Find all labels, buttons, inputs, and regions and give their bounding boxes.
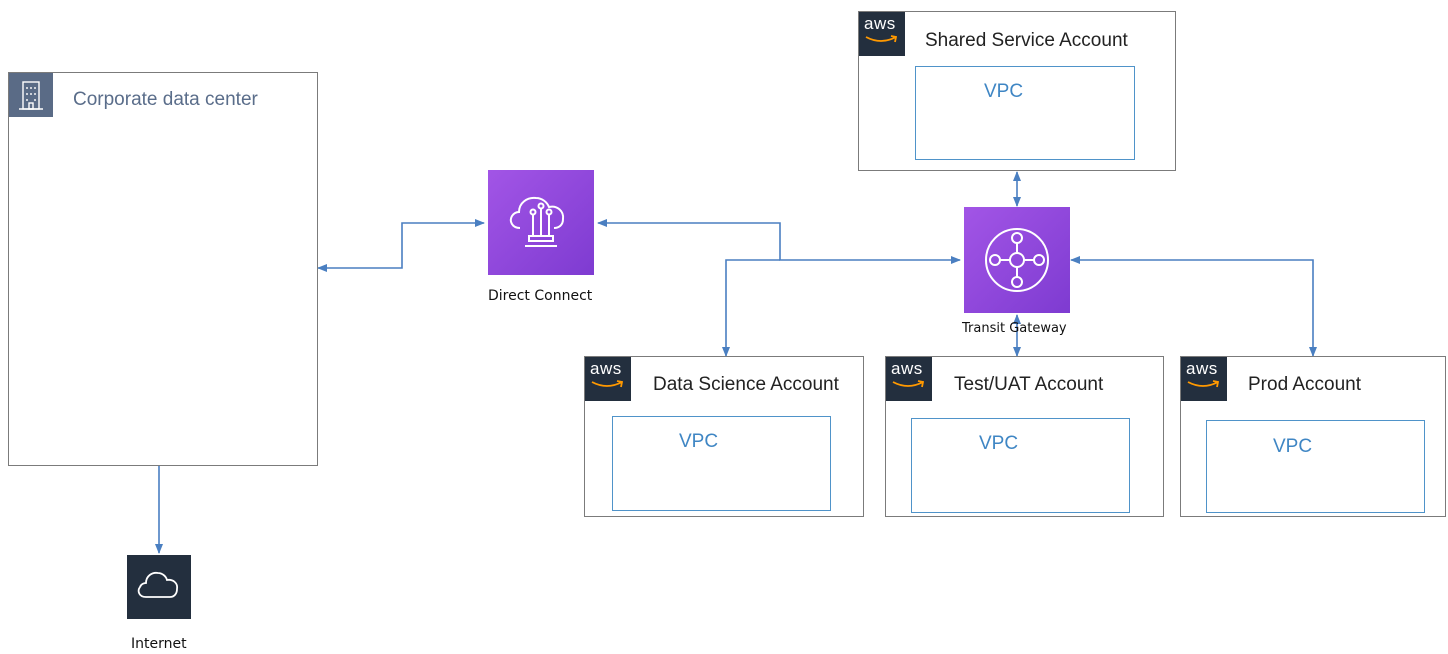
transit-gateway-label: Transit Gateway — [962, 321, 1067, 336]
data-science-vpc[interactable]: VPC — [612, 416, 831, 511]
building-icon — [9, 73, 53, 117]
corporate-data-center-title: Corporate data center — [73, 89, 258, 110]
test-uat-account-title: Test/UAT Account — [954, 374, 1104, 395]
direct-connect-label: Direct Connect — [488, 288, 593, 304]
direct-connect-icon[interactable] — [488, 170, 594, 275]
vpc-label: VPC — [984, 81, 1024, 102]
vpc-label: VPC — [679, 431, 719, 452]
cloud-icon[interactable] — [127, 555, 191, 619]
shared-vpc[interactable]: VPC — [915, 66, 1135, 160]
prod-vpc[interactable]: VPC — [1206, 420, 1425, 513]
aws-logo-icon: aws — [859, 12, 905, 56]
connector-directconnect-tgw — [597, 219, 961, 264]
transit-gateway-icon[interactable] — [964, 207, 1070, 313]
prod-account[interactable]: aws Prod Account VPC — [1180, 356, 1446, 517]
aws-logo-icon: aws — [1181, 357, 1227, 401]
test-uat-vpc[interactable]: VPC — [911, 418, 1130, 513]
shared-service-account-title: Shared Service Account — [925, 30, 1128, 51]
prod-account-title: Prod Account — [1248, 374, 1362, 395]
internet-label: Internet — [131, 636, 187, 652]
data-science-account[interactable]: aws Data Science Account VPC — [584, 356, 864, 517]
corporate-data-center[interactable]: Corporate data center — [8, 72, 318, 466]
aws-logo-icon: aws — [886, 357, 932, 401]
connector-tgw-prod — [1070, 256, 1317, 357]
vpc-label: VPC — [1273, 436, 1313, 457]
connector-tgw-datascience — [722, 259, 780, 357]
connector-corp-directconnect — [317, 219, 485, 272]
test-uat-account[interactable]: aws Test/UAT Account VPC — [885, 356, 1164, 517]
vpc-label: VPC — [979, 433, 1019, 454]
shared-service-account[interactable]: aws Shared Service Account VPC — [858, 11, 1176, 171]
data-science-account-title: Data Science Account — [653, 374, 839, 395]
aws-logo-icon: aws — [585, 357, 631, 401]
